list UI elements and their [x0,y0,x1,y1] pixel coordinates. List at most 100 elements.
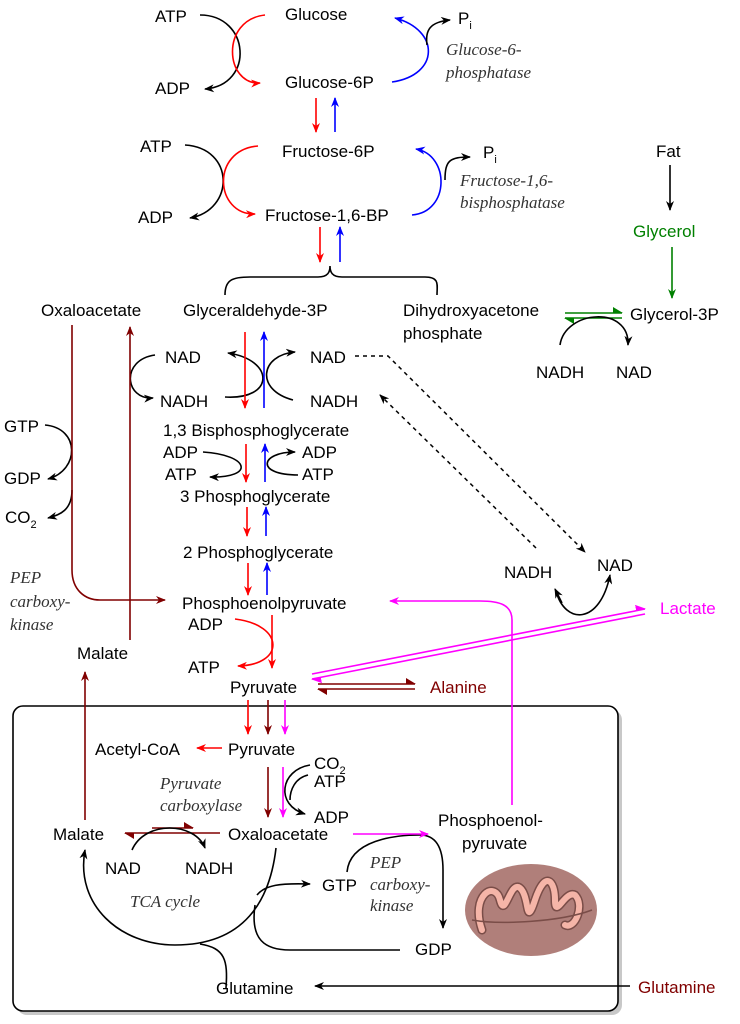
gtp-left-label: GTP [4,417,39,436]
nad-ldh-label: NAD [597,556,633,575]
acetylcoa-label: Acetyl-CoA [95,740,181,759]
adp-pc-label: ADP [314,808,349,827]
pi-label-2: Pi [483,143,497,166]
co2-left-label: CO2 [5,508,37,531]
oxaloacetate-cyto-label: Oxaloacetate [41,301,141,320]
gdp-mito-label: GDP [415,940,452,959]
pyruvate-to-lactate-arrow [311,604,646,675]
aldolase-brace [224,265,439,296]
mitochondrion-box [12,705,619,1012]
fructose-16bp-label: Fructose-1,6-BP [265,206,389,225]
adp-label: ADP [155,79,190,98]
co2-atp-pc-arrow [284,764,311,816]
adp-label-2: ADP [138,208,173,227]
pyruvate-mito-label: Pyruvate [228,740,295,759]
tca-to-gtp-arrow [256,879,311,896]
g6pase-arrow [391,16,430,83]
pg3-label: 3 Phosphoglycerate [180,487,330,506]
malate-mito-label: Malate [53,825,104,844]
atp-pk-label: ATP [188,658,220,677]
mitochondrion-icon [465,864,597,956]
pgk-left-arrow [202,451,242,482]
pc-enzyme: Pyruvate [159,774,222,793]
g6pase-enzyme-2: phosphatase [445,63,531,82]
pg2-label: 2 Phosphoglycerate [183,543,333,562]
atp-adp-arrow [199,14,241,93]
malate-cyto-label: Malate [77,644,128,663]
oxaloacetate-mito-label: Oxaloacetate [228,825,328,844]
lactate-to-pyruvate-arrow [311,613,646,684]
nad-mdh-label: NAD [105,859,141,878]
adp-atp-pk-arrow [234,618,274,670]
tca-cycle-label: TCA cycle [130,892,200,911]
hexokinase-arrow [231,14,266,88]
atp-pc-curve [289,774,309,801]
pepck-mito-enzyme: PEP [369,853,401,872]
pi-release-arrow-2 [444,153,471,181]
pfk-arrow [222,145,259,219]
nad-right-label: NAD [310,348,346,367]
gdp-return-line [253,904,400,951]
ldh-cofactor-arrow [555,574,613,616]
pi-release-arrow [425,16,451,46]
nad-shuttle-dashed-arrow [355,355,586,553]
pepck-cyto-enzyme-3: kinase [10,615,54,634]
pep-mito-export-arrow [389,597,513,805]
pepck-mito-enzyme-3: kinase [370,896,414,915]
dhap-label: Dihydroxyacetone [403,301,539,320]
fbpase-arrow [411,146,442,216]
glycerol-label: Glycerol [633,222,695,241]
glutamine-ext-label: Glutamine [638,978,715,997]
alanine-label: Alanine [430,678,487,697]
glucose-label: Glucose [285,5,347,24]
nadh-right-label: NADH [310,392,358,411]
nadh-nad-cross-arrow [224,350,264,398]
oaa-to-pep-arrow [71,325,166,604]
glucose-6p-label: Glucose-6P [285,73,374,92]
nad-left-label: NAD [165,348,201,367]
nad-nadh-left-arrow [129,354,156,403]
nadh-mdh-label: NADH [185,859,233,878]
pepck-cyto-enzyme-2: carboxy- [10,592,71,611]
gap-label: Glyceraldehyde-3P [183,301,328,320]
pgk-right-arrow [266,448,299,476]
co2-release-arrow [47,489,73,520]
atp-adp-arrow-2 [184,144,224,221]
atp-label: ATP [155,7,187,26]
tca-cycle-arc [79,847,277,946]
bpg13-label: 1,3 Bisphosphoglycerate [163,421,349,440]
gtp-gdp-arrow [44,424,73,481]
g6pase-enzyme: Glucose-6- [446,40,522,59]
adp-pgk-left-label: ADP [163,443,198,462]
fbpase-enzyme: Fructose-1,6- [459,171,553,190]
glutamine-to-tca-line [199,943,228,989]
pep-mito-label: Phosphoenol- [438,811,543,830]
nadh-ldh-label: NADH [504,563,552,582]
nadh-left-label: NADH [160,392,208,411]
pep-label: Phosphoenolpyruvate [182,594,346,613]
atp-pgk-left-label: ATP [165,465,197,484]
atp-pc-label: ATP [314,772,346,791]
mdh-cofactor-arrow [131,827,206,851]
nadh-nad-right-arrow [265,348,296,401]
nadh-glycerol-label: NADH [536,363,584,382]
glutamine-mito-label: Glutamine [216,979,293,998]
fat-label: Fat [656,142,681,161]
gtp-mito-label: GTP [322,876,357,895]
lactate-label: Lactate [660,599,716,618]
co2-pc-label: CO2 [314,754,346,777]
nad-glycerol-label: NAD [616,363,652,382]
fbpase-enzyme-2: bisphosphatase [460,193,565,212]
pyruvate-cyto-label: Pyruvate [230,678,297,697]
pc-enzyme-2: carboxylase [160,796,243,815]
pep-mito-label-2: pyruvate [462,834,527,853]
pepck-mito-enzyme-2: carboxy- [370,875,431,894]
ldh-nadh-arrowhead [554,588,563,604]
gpdh-cofactor-arrow [559,316,633,346]
glycerol-3p-label: Glycerol-3P [630,305,719,324]
dhap-label-2: phosphate [403,324,482,343]
fructose-6p-label: Fructose-6P [282,142,375,161]
atp-pgk-right-label: ATP [302,465,334,484]
pi-label: Pi [458,9,472,32]
